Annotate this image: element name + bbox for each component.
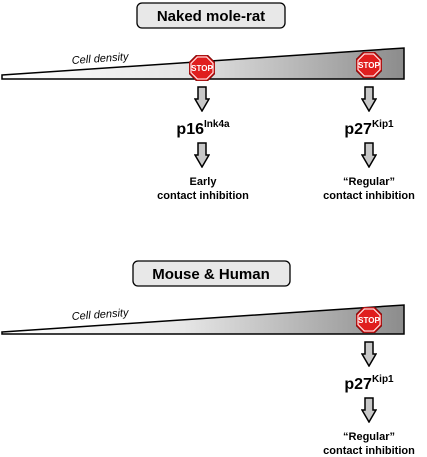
gene-name: p27 xyxy=(344,121,372,138)
gene-superscript: Ink4a xyxy=(204,119,230,130)
stop-p27: STOP p27Kip1 “Regular” contact inhibitio… xyxy=(323,52,415,202)
panel-mouse-human: Mouse & Human Cell density STOP p27Kip1 … xyxy=(1,260,415,457)
outcome-line-2: contact inhibition xyxy=(323,445,415,457)
down-arrow-icon xyxy=(194,142,210,168)
down-arrow-icon xyxy=(361,341,377,367)
gene-label: p16Ink4a xyxy=(176,119,230,138)
panel-title: Mouse & Human xyxy=(152,266,270,283)
gene-superscript: Kip1 xyxy=(372,119,394,130)
gene-label: p27Kip1 xyxy=(344,374,394,393)
down-arrow-icon xyxy=(361,142,377,168)
panel-title: Naked mole-rat xyxy=(157,8,265,25)
gene-label: p27Kip1 xyxy=(344,119,394,138)
gene-name: p27 xyxy=(344,376,372,393)
down-arrow-icon xyxy=(361,397,377,423)
outcome-line-2: contact inhibition xyxy=(157,190,249,202)
gene-name: p16 xyxy=(176,121,204,138)
outcome-line-1: “Regular” xyxy=(343,176,395,188)
cell-density-label: Cell density xyxy=(71,51,130,67)
gene-superscript: Kip1 xyxy=(372,374,394,385)
cell-density-label: Cell density xyxy=(71,307,130,323)
stop-sign-text: STOP xyxy=(358,61,380,70)
down-arrow-icon xyxy=(194,86,210,112)
stop-p27: STOP p27Kip1 “Regular” contact inhibitio… xyxy=(323,307,415,457)
panel-naked-mole-rat: Naked mole-rat Cell density STOP p16Ink4… xyxy=(1,2,415,202)
panel-title-box xyxy=(136,2,286,29)
down-arrow-icon xyxy=(361,86,377,112)
cell-density-wedge xyxy=(1,304,405,335)
stop-p16: STOP p16Ink4a Early contact inhibition xyxy=(157,55,249,202)
panel-title-box xyxy=(132,260,291,287)
stop-sign-text: STOP xyxy=(358,316,380,325)
stop-sign-text: STOP xyxy=(191,64,213,73)
outcome-line-1: “Regular” xyxy=(343,431,395,443)
outcome-line-2: contact inhibition xyxy=(323,190,415,202)
outcome-line-1: Early xyxy=(190,176,218,188)
